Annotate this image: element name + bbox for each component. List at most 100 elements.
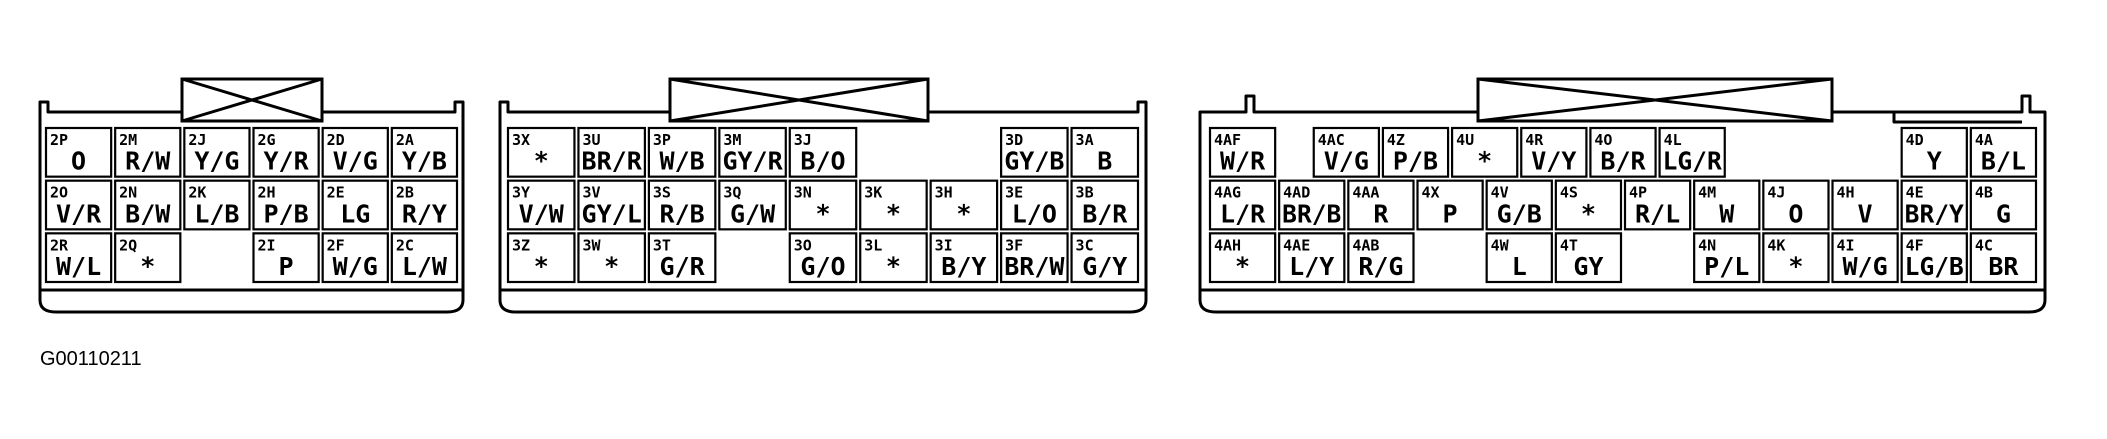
cavity-box (1554, 179, 1623, 231)
cavity-box (1623, 179, 1692, 231)
wire-color: W/L (56, 252, 101, 281)
wire-color: G/B (1497, 199, 1542, 228)
pin-id: 4Z (1387, 131, 1405, 149)
cavity-box (1070, 179, 1140, 231)
cavity-box (1450, 126, 1519, 178)
wire-color: W/G (1843, 252, 1888, 281)
pin-id: 3M (723, 131, 741, 149)
wire-color: B/L (1981, 147, 2026, 176)
pin-id: 4AF (1214, 131, 1241, 149)
cavity-box (1312, 126, 1381, 178)
wire-color: V (1858, 199, 1873, 228)
cavity-box (1900, 126, 1968, 178)
cavity-3N: 3N* (788, 179, 858, 231)
cavity-2C: 2CL/W (390, 232, 459, 284)
pin-id: 4AE (1283, 236, 1310, 254)
wire-color: BR/W (1004, 252, 1065, 281)
cavity-box (859, 179, 928, 231)
wire-color: * (1581, 199, 1596, 228)
pin-id: 4E (1906, 184, 1924, 202)
cavity-box (1278, 232, 1346, 284)
cavity-3Y: 3YV/W (506, 179, 576, 231)
pin-id: 4K (1767, 236, 1785, 254)
pin-id: 3J (794, 131, 812, 149)
pin-id: 4P (1629, 184, 1647, 202)
pin-id: 3Z (512, 236, 530, 254)
cavity-box (1000, 179, 1069, 231)
pin-id: 3K (864, 184, 882, 202)
wire-color: L (1512, 252, 1527, 281)
cavity-box (252, 179, 320, 231)
cavity-4X: 4XP (1416, 179, 1484, 231)
wire-color: * (1235, 252, 1250, 281)
cavity-4K: 4K* (1762, 232, 1830, 284)
wire-color: R/G (1358, 252, 1403, 281)
wire-color: Y/B (402, 147, 447, 176)
cavity-3H: 3H* (929, 179, 999, 231)
cavity-box (1208, 179, 1277, 231)
pin-id: 3P (653, 131, 671, 149)
connector-4-shell (1198, 77, 2047, 314)
pin-id: 4B (1975, 184, 1993, 202)
connector-4-cavities: 4AFW/R4ACV/G4ZP/B4U*4RV/Y4OB/R4LLG/R4DY4… (1208, 126, 2038, 284)
wire-color: V/W (519, 199, 565, 228)
wire-color: LG/B (1905, 252, 1964, 281)
cavity-2I: 2IP (252, 232, 320, 284)
cavity-3A: 3AB (1070, 126, 1140, 178)
wire-color: Y/G (194, 147, 239, 176)
wire-color: P/L (1704, 252, 1749, 281)
cavity-4W: 4WL (1485, 232, 1553, 284)
cavity-box (1520, 126, 1588, 178)
cavity-4S: 4S* (1554, 179, 1623, 231)
pin-id: 3X (512, 131, 530, 149)
cavity-box (321, 179, 389, 231)
pin-id: 4M (1698, 184, 1716, 202)
cavity-box (1485, 232, 1553, 284)
cavity-box (1070, 126, 1140, 178)
cavity-2B: 2BR/Y (390, 179, 459, 231)
wire-color: G (1996, 199, 2011, 228)
wire-color: BR/B (1282, 199, 1341, 228)
cavity-3Z: 3Z* (506, 232, 576, 284)
cavity-box (1070, 232, 1140, 284)
cavity-box (718, 179, 787, 231)
cavity-3J: 3JB/O (788, 126, 858, 178)
cavity-4H: 4HV (1831, 179, 1899, 231)
cavity-box (718, 126, 787, 178)
cavity-box (1969, 179, 2038, 231)
wire-color: * (886, 199, 901, 228)
figure-id: G00110211 (40, 348, 142, 370)
pin-id: 4F (1906, 236, 1924, 254)
wire-color: G/R (660, 252, 706, 281)
pin-id: 3Q (723, 184, 741, 202)
cavity-4A: 4AB/L (1969, 126, 2038, 178)
cavity-box (183, 179, 251, 231)
cavity-4U: 4U* (1450, 126, 1519, 178)
pin-id: 4U (1456, 131, 1474, 149)
wire-color: W/G (333, 252, 378, 281)
wire-color: V/R (56, 199, 102, 228)
wire-color: P (1443, 199, 1458, 228)
cavity-box (114, 179, 182, 231)
pin-id: 3B (1076, 184, 1094, 202)
pin-id: 3N (794, 184, 812, 202)
cavity-box (1554, 232, 1623, 284)
wire-color: P/B (1393, 147, 1438, 176)
pin-id: 2O (50, 184, 68, 202)
pin-id: 4AC (1318, 131, 1345, 149)
cavity-box (1000, 126, 1069, 178)
wire-color: R (1373, 199, 1389, 228)
pin-id: 4X (1422, 184, 1440, 202)
wire-color: GY/B (1004, 147, 1064, 176)
pin-id: 4AB (1352, 236, 1379, 254)
cavity-box (1900, 179, 1968, 231)
cavity-box (44, 179, 113, 231)
pin-id: 4N (1698, 236, 1716, 254)
cavity-4AH: 4AH* (1208, 232, 1277, 284)
